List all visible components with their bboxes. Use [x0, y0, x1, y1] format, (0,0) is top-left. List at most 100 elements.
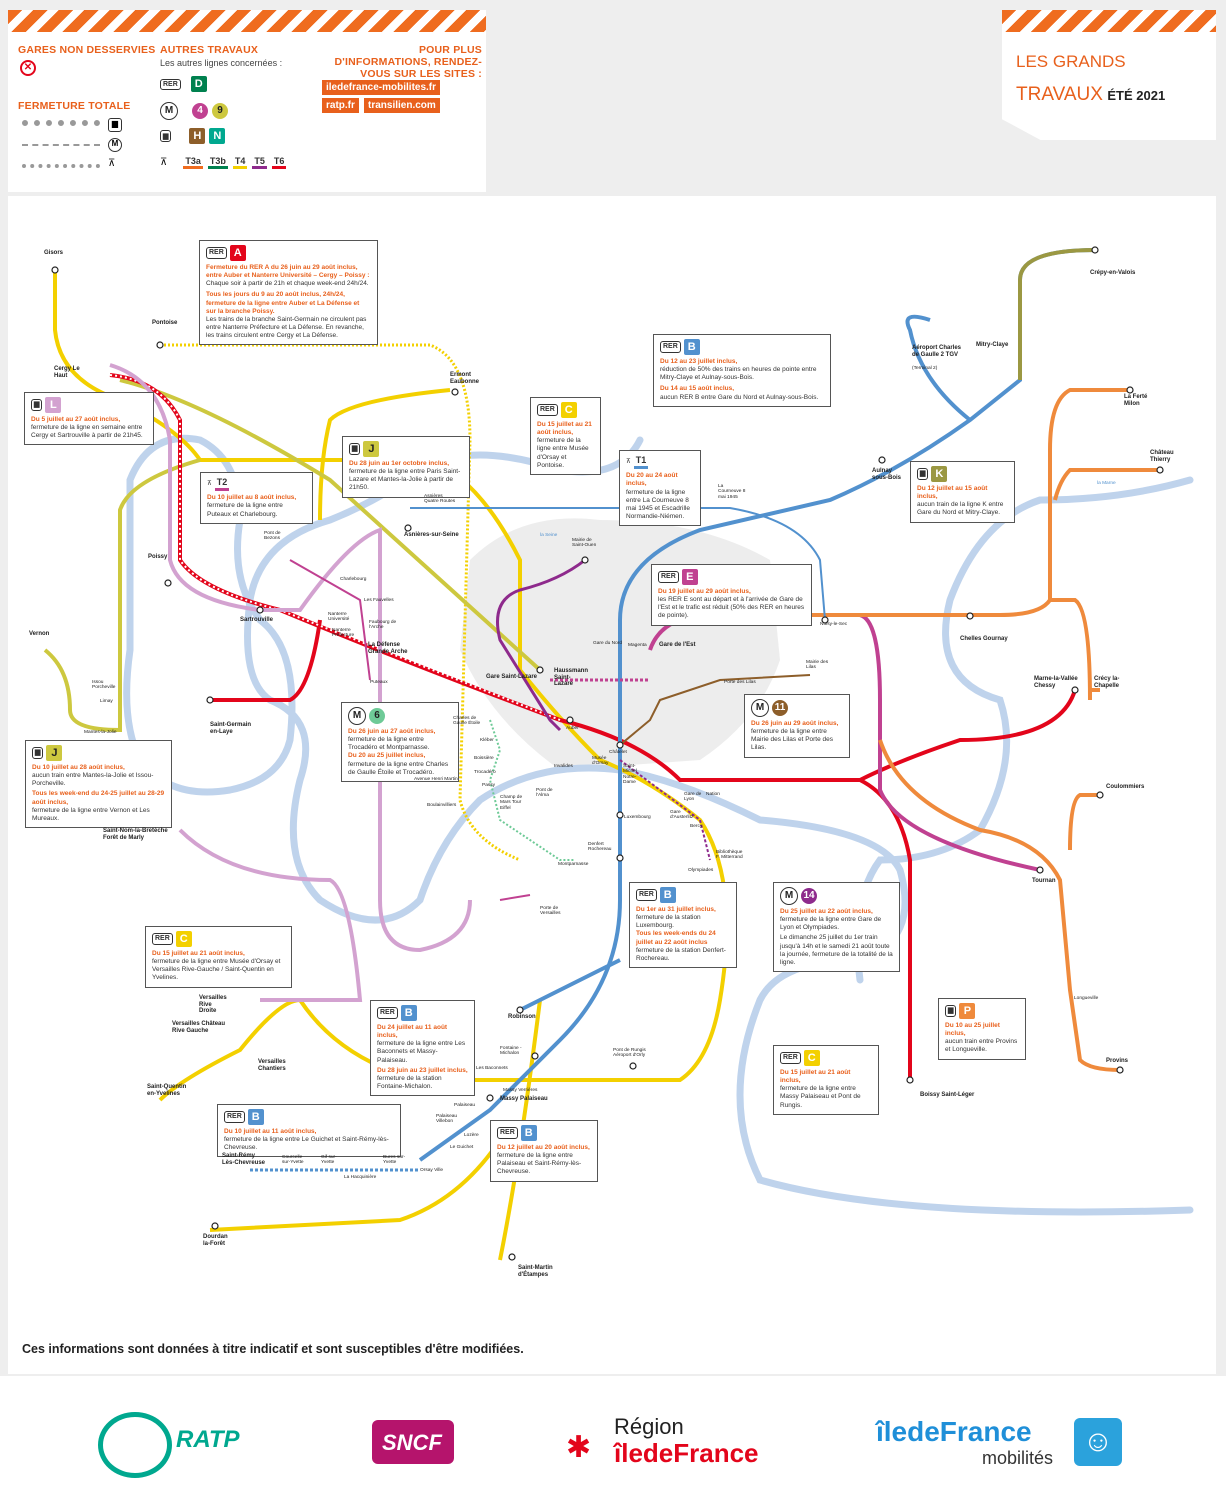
- rer-d-badge: D: [190, 76, 207, 92]
- info-m11-text: fermeture de la ligne entre Mairie des L…: [751, 728, 834, 752]
- station-cdg-terminal: (Terminal 2): [912, 366, 938, 371]
- station-magenta: Magenta: [628, 643, 647, 648]
- line-p-crecy: [1050, 598, 1100, 701]
- info-c2-text: fermeture de la ligne entre Musée d'Orsa…: [152, 958, 281, 982]
- line-p-chateau: [1053, 468, 1160, 501]
- tram-t3a: T3a: [183, 156, 203, 169]
- tram-t1: [410, 507, 826, 621]
- site-link-idfm[interactable]: iledefrance-mobilites.fr: [322, 80, 441, 95]
- station-auber: Auber: [566, 726, 579, 731]
- legend-metro-row: M 4 9: [160, 102, 228, 120]
- metro-14-line: [496, 558, 586, 732]
- station-denfert: Denfert Rochereau: [588, 842, 612, 853]
- rer-icon: RER: [537, 403, 558, 417]
- legend-closure-train: [22, 120, 100, 126]
- map-area: [8, 196, 1216, 1374]
- station-mlv: Marne-la-Vallée Chessy: [1034, 676, 1078, 689]
- metro-14-closure: [619, 759, 711, 861]
- disclaimer-note: Ces informations sont données à titre in…: [22, 1342, 524, 1356]
- legend-fermeture: FERMETURE TOTALE: [18, 100, 131, 112]
- station-gif: Gif sur-Yvette: [321, 1155, 337, 1166]
- info-c2-heading: Du 15 juillet au 21 août inclus,: [152, 950, 245, 957]
- info-j1-text: fermeture de la ligne entre Paris Saint-…: [349, 468, 461, 492]
- station-gisors: Gisors: [44, 250, 64, 256]
- station-limay: Limay: [100, 699, 113, 704]
- site-link-transilien[interactable]: transilien.com: [364, 98, 440, 113]
- station-nation: Nation: [706, 792, 720, 797]
- tram-icon: ⊼: [626, 458, 631, 466]
- legend-plus-info: POUR PLUS D'INFORMATIONS, RENDEZ-VOUS SU…: [334, 44, 482, 80]
- station-aulnay: Aulnay sous-Bois: [872, 468, 902, 481]
- info-j1-heading: Du 28 juin au 1er octobre inclus,: [349, 460, 450, 467]
- tram-t5: T5: [252, 156, 267, 169]
- rer-b-badge: B: [400, 1005, 417, 1021]
- info-m11-heading: Du 26 juin au 29 août inclus,: [751, 720, 839, 727]
- info-c3-heading: Du 15 juillet au 21 août inclus,: [780, 1069, 851, 1085]
- info-t2-text: fermeture de la ligne entre Puteaux et C…: [207, 502, 283, 518]
- station-crepy: Crépy-en-Valois: [1090, 270, 1136, 276]
- metro-icon: M: [108, 138, 122, 152]
- station-robinson: Robinson: [508, 1014, 536, 1020]
- station-dourdan: Dourdan la-Forêt: [203, 1234, 228, 1247]
- station-sqy: Saint-Quentin en-Yvelines: [147, 1084, 187, 1097]
- station-sartrouville: Sartrouville: [240, 617, 274, 623]
- legend-rer-row: RER D: [160, 76, 207, 92]
- info-j2-heading1: Du 10 juillet au 28 août inclus,: [32, 764, 125, 771]
- info-c3-text: fermeture de la ligne entre Massy Palais…: [780, 1085, 861, 1109]
- line-p-badge: P: [959, 1003, 976, 1019]
- line-j-west: [43, 458, 201, 733]
- rer-icon: RER: [497, 1126, 518, 1140]
- station-noisy: Noisy-le-Sec: [820, 622, 848, 627]
- rer-icon: RER: [224, 1110, 245, 1124]
- station-boulainvilliers: Boulainvilliers: [427, 803, 457, 808]
- station-pontoise: Pontoise: [152, 320, 178, 326]
- metro-4-badge: 4: [192, 103, 208, 119]
- station-versailles-rd: Versailles Rive Droite: [199, 995, 227, 1015]
- info-p-text: aucun train entre Provins et Longueville…: [945, 1038, 1018, 1054]
- title-line2: TRAVAUX ÉTÉ 2021: [1016, 84, 1165, 106]
- metro-14-badge: 14: [801, 888, 817, 904]
- rer-e-badge: E: [681, 569, 698, 585]
- station-mantes: Mantes-la-Jolie: [84, 730, 117, 735]
- station-tournan: Tournan: [1032, 878, 1056, 884]
- info-box-line-k: ▆K Du 12 juillet au 15 août inclus, aucu…: [910, 461, 1015, 523]
- station-chateau: Château Thierry: [1150, 450, 1174, 463]
- station-boissy: Boissy Saint-Léger: [920, 1092, 975, 1098]
- info-b2-heading2: Tous les week-ends du 24 juillet au 22 a…: [636, 930, 716, 946]
- line-n-badge: N: [209, 128, 226, 144]
- line-j-badge: J: [363, 441, 380, 457]
- rer-a-closure: [109, 374, 561, 721]
- station-av-henri-martin: Avenue Henri Martin: [414, 777, 458, 782]
- title-travaux: TRAVAUX: [1016, 84, 1103, 105]
- station-passy: Passy: [482, 783, 496, 788]
- station-cergy: Cergy Le Haut: [54, 366, 80, 379]
- metro-6-badge: 6: [369, 708, 385, 724]
- info-c1-text: fermeture de la ligne entre Musée d'Orsa…: [537, 437, 589, 469]
- legend-closure-metro: [22, 144, 100, 146]
- station-mairie-lilas: Mairie des Lilas: [806, 660, 829, 671]
- info-rer-a-heading2: Tous les jours du 9 au 20 août inclus, 2…: [206, 291, 360, 315]
- info-b2-text1: fermeture de la station Luxembourg.: [636, 914, 701, 930]
- station-massy-verrieres: Massy Verrières: [503, 1088, 538, 1093]
- rer-b-badge: B: [659, 887, 676, 903]
- site-link-ratp[interactable]: ratp.fr: [322, 98, 359, 113]
- info-rer-b1-heading2: Du 14 au 15 août inclus,: [660, 385, 735, 393]
- label-marne: la Marne: [1097, 481, 1116, 486]
- train-icon: ▆: [108, 118, 122, 132]
- train-icon: ▆: [945, 1004, 957, 1018]
- info-l-text: fermeture de la ligne en semaine entre C…: [31, 424, 143, 440]
- info-b4-heading: Du 10 juillet au 11 août inclus,: [224, 1128, 317, 1135]
- line-p-provins: [878, 739, 1121, 1072]
- info-l-heading: Du 5 juillet au 27 août inclus,: [31, 416, 121, 423]
- rer-b-robinson-branch: [519, 958, 621, 1012]
- metro-6-closure: [488, 719, 575, 861]
- title-panel: LES GRANDS TRAVAUX ÉTÉ 2021: [1002, 10, 1216, 140]
- station-chatelet: Châtelet: [609, 750, 627, 755]
- station-ermont: Ermont Eaubonne: [450, 372, 480, 385]
